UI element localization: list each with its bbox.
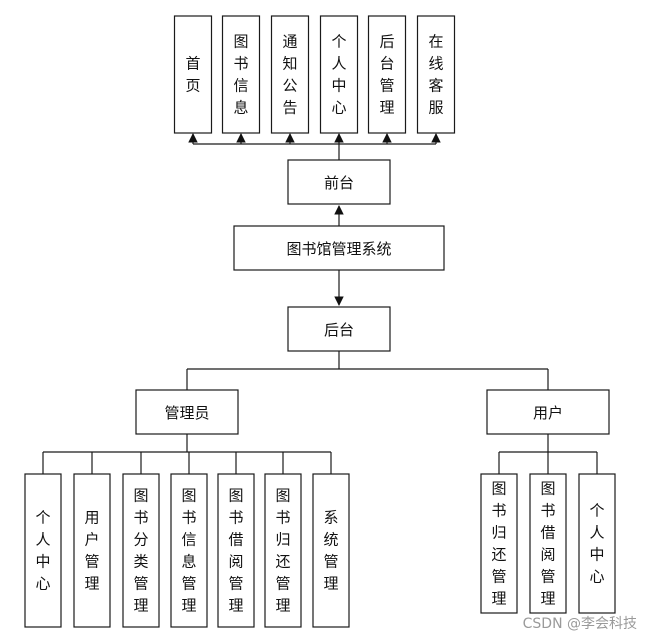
frontend-module-5-label: 后台管理: [379, 33, 394, 117]
frontend-module-1-label: 首页: [185, 55, 200, 95]
frontend-module-3: 通知公告: [270, 15, 310, 134]
admin-module-list: 个人中心 用户管理 图书分类管理 图书信息管理 图书借阅管理 图书归还管理 系统管理: [24, 473, 350, 628]
admin-module-7: 系统管理: [312, 473, 350, 628]
admin-module-2: 用户管理: [73, 473, 111, 628]
admin-module-6: 图书归还管理: [264, 473, 302, 628]
admin-module-1: 个人中心: [24, 473, 62, 628]
admin-module-1-label: 个人中心: [35, 509, 50, 593]
frontend-module-1: 首页: [173, 15, 213, 134]
admin-module-6-label: 图书归还管理: [275, 487, 290, 615]
frontend-module-6-label: 在线客服: [428, 33, 443, 117]
user-module-list: 图书归还管理 图书借阅管理 个人中心: [480, 473, 616, 614]
admin-node: 管理员: [135, 389, 239, 435]
admin-module-3-label: 图书分类管理: [133, 487, 148, 615]
backend-node: 后台: [287, 306, 391, 352]
user-node: 用户: [486, 389, 610, 435]
admin-module-5: 图书借阅管理: [217, 473, 255, 628]
admin-module-4-label: 图书信息管理: [181, 487, 196, 615]
admin-label: 管理员: [164, 404, 209, 422]
user-module-2: 图书借阅管理: [529, 473, 567, 614]
admin-module-5-label: 图书借阅管理: [228, 487, 243, 615]
user-module-3-label: 个人中心: [589, 502, 604, 586]
frontend-module-5: 后台管理: [367, 15, 407, 134]
user-module-3: 个人中心: [578, 473, 616, 614]
frontend-module-2: 图书信息: [221, 15, 261, 134]
admin-module-7-label: 系统管理: [323, 509, 338, 593]
frontend-module-2-label: 图书信息: [233, 33, 248, 117]
user-module-1-label: 图书归还管理: [491, 480, 506, 608]
frontend-module-4: 个人中心: [319, 15, 359, 134]
watermark: CSDN @李会科技: [523, 616, 637, 632]
connector-lines: [42, 133, 598, 474]
user-module-2-label: 图书借阅管理: [540, 480, 555, 608]
admin-module-4: 图书信息管理: [170, 473, 208, 628]
backend-label: 后台: [324, 321, 354, 339]
user-label: 用户: [533, 404, 563, 422]
admin-module-3: 图书分类管理: [122, 473, 160, 628]
frontend-module-4-label: 个人中心: [331, 33, 346, 117]
system-node: 图书馆管理系统: [233, 225, 445, 271]
system-label: 图书馆管理系统: [286, 240, 391, 258]
frontend-module-3-label: 通知公告: [282, 33, 297, 117]
admin-module-2-label: 用户管理: [84, 509, 99, 593]
frontend-module-6: 在线客服: [416, 15, 456, 134]
frontend-module-list: 首页 图书信息 通知公告 个人中心 后台管理 在线客服: [173, 15, 456, 134]
frontend-node: 前台: [287, 159, 391, 205]
user-module-1: 图书归还管理: [480, 473, 518, 614]
frontend-label: 前台: [324, 174, 354, 192]
